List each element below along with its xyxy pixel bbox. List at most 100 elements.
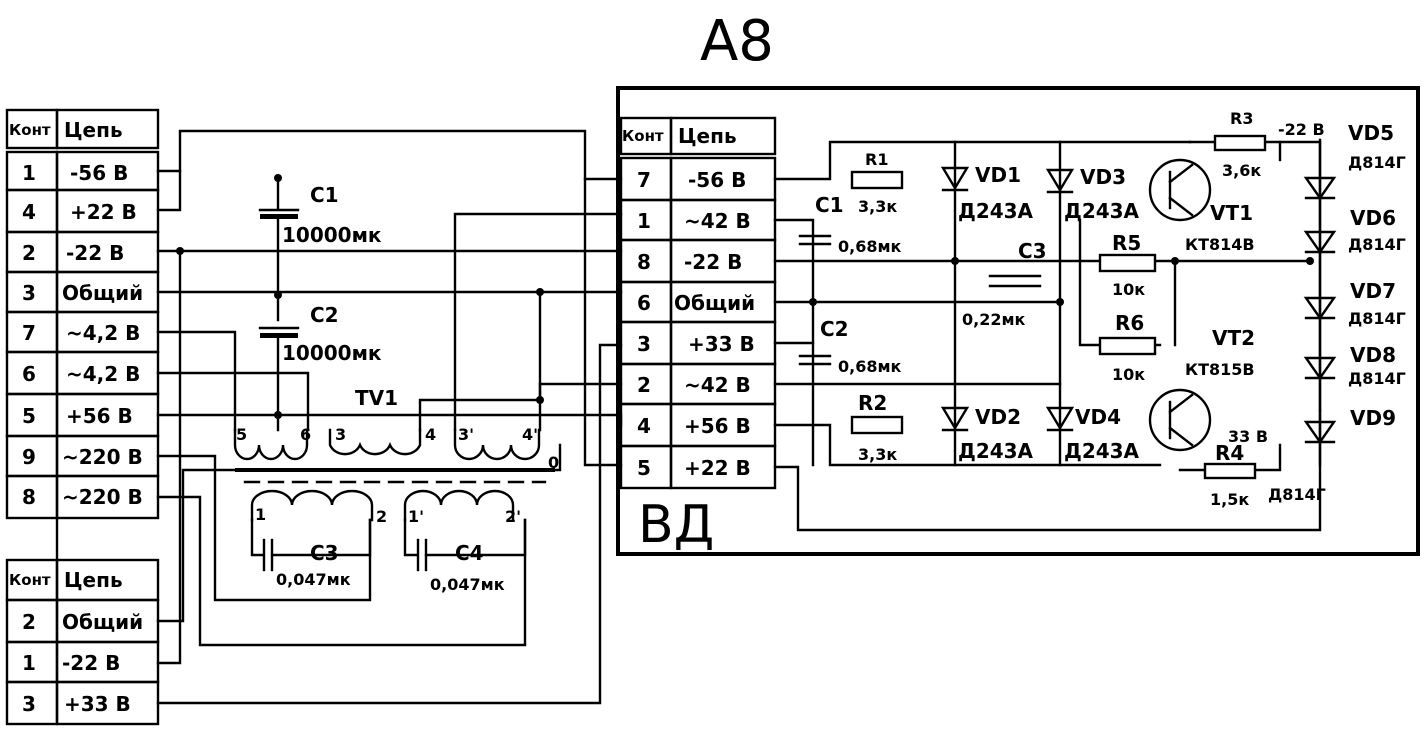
r3-name: R3 bbox=[1230, 109, 1253, 128]
zener-chain: VD5 Д814Г VD6 Д814Г VD7 Д814Г VD8 Д814Г … bbox=[1228, 120, 1406, 504]
board-c3-name: C3 bbox=[1018, 239, 1047, 263]
vd7-name: VD7 bbox=[1350, 279, 1396, 303]
table-header-circuit: Цепь bbox=[678, 124, 737, 148]
table-cell-circuit: -22 В bbox=[66, 241, 124, 265]
pin-label: 0 bbox=[548, 453, 559, 472]
table-cell-circuit: +56 В bbox=[66, 404, 133, 428]
table-cell-circuit: +33 В bbox=[64, 692, 131, 716]
vd6-value: Д814Г bbox=[1348, 235, 1406, 254]
r5-name: R5 bbox=[1112, 231, 1141, 255]
table-header-contact: Конт bbox=[9, 121, 51, 139]
capacitor-c2: C2 10000мк bbox=[258, 291, 382, 432]
capacitor-c3: C3 0,047мк bbox=[250, 518, 372, 589]
voltage-label: 33 В bbox=[1228, 427, 1268, 446]
board-c2-name: C2 bbox=[820, 317, 849, 341]
r1-name: R1 bbox=[865, 150, 888, 169]
r2-value: 3,3к bbox=[858, 445, 897, 464]
table-cell-contact: 3 bbox=[22, 692, 36, 716]
table-cell-circuit: Общий bbox=[62, 281, 143, 305]
table-cell-contact: 1 bbox=[22, 161, 36, 185]
resistor-r3: R3 3,6к bbox=[1213, 109, 1267, 180]
table-cell-contact: 2 bbox=[22, 610, 36, 634]
diagram-title: A8 bbox=[700, 9, 774, 74]
c2-value: 10000мк bbox=[282, 341, 382, 365]
pin-label: 1' bbox=[408, 507, 424, 526]
board-c1-value: 0,68мк bbox=[838, 237, 902, 256]
table-cell-circuit: +22 В bbox=[684, 456, 751, 480]
table-cell-circuit: -56 В bbox=[688, 168, 746, 192]
vd5-value: Д814Г bbox=[1348, 153, 1406, 172]
table-cell-contact: 7 bbox=[637, 168, 651, 192]
wiring bbox=[156, 129, 623, 705]
vd4-value: Д243А bbox=[1064, 439, 1140, 463]
c3-name: C3 bbox=[310, 541, 339, 565]
r6-name: R6 bbox=[1115, 311, 1144, 335]
vd1-name: VD1 bbox=[975, 163, 1021, 187]
table-cell-contact: 5 bbox=[22, 404, 36, 428]
table-cell-circuit: -22 В bbox=[62, 651, 120, 675]
capacitor-c1: C1 10000мк bbox=[258, 174, 382, 322]
c4-name: C4 bbox=[455, 541, 484, 565]
r6-value: 10к bbox=[1112, 365, 1145, 384]
pin-label: 2' bbox=[505, 507, 521, 526]
vd8-name: VD8 bbox=[1350, 343, 1396, 367]
table-header-circuit: Цепь bbox=[64, 118, 123, 142]
c3-value: 0,047мк bbox=[276, 570, 351, 589]
table-cell-circuit: -22 В bbox=[684, 250, 742, 274]
table-cell-circuit: ~4,2 В bbox=[66, 362, 140, 386]
vt2-value: КТ815В bbox=[1185, 360, 1255, 379]
pin-label: 6 bbox=[300, 425, 311, 444]
table-cell-circuit: ~42 В bbox=[684, 209, 751, 233]
board-c2-value: 0,68мк bbox=[838, 357, 902, 376]
vd5-name: VD5 bbox=[1348, 121, 1394, 145]
vt2-name: VT2 bbox=[1212, 326, 1255, 350]
resistor-r6: R6 10к bbox=[1098, 311, 1157, 384]
vd2-name: VD2 bbox=[975, 405, 1021, 429]
vd9-name: VD9 bbox=[1350, 406, 1396, 430]
table-cell-circuit: Общий bbox=[62, 610, 143, 634]
table-cell-contact: 6 bbox=[22, 362, 36, 386]
c4-value: 0,047мк bbox=[430, 575, 505, 594]
resistor-r4: R4 1,5к bbox=[1203, 441, 1257, 509]
resistor-r5: R5 10к bbox=[1098, 231, 1157, 299]
capacitor-board-c3: C3 0,22мк bbox=[962, 239, 1047, 329]
vd4-name: VD4 bbox=[1075, 405, 1121, 429]
capacitor-c4: C4 0,047мк bbox=[403, 518, 527, 594]
r2-name: R2 bbox=[858, 391, 887, 415]
c1-value: 10000мк bbox=[282, 223, 382, 247]
pin-label: 4 bbox=[425, 425, 436, 444]
table-cell-contact: 6 bbox=[637, 291, 651, 315]
pin-label: 3 bbox=[335, 425, 346, 444]
table-cell-contact: 8 bbox=[637, 250, 651, 274]
table-cell-circuit: +33 В bbox=[688, 332, 755, 356]
board-label: ВД bbox=[638, 495, 714, 555]
table-cell-circuit: ~220 В bbox=[62, 445, 143, 469]
pin-label: 4' bbox=[522, 425, 538, 444]
vt1-value: КТ814В bbox=[1185, 235, 1255, 254]
connector-table-board: Конт Цепь 7 -56 В 1 ~42 В 8 -22 В 6 Общи… bbox=[619, 116, 777, 490]
table-header-circuit: Цепь bbox=[64, 568, 123, 592]
transistor-vt2: VT2 КТ815В bbox=[1148, 326, 1255, 452]
table-cell-circuit: +22 В bbox=[70, 200, 137, 224]
vd2-value: Д243А bbox=[958, 439, 1034, 463]
table-header-contact: Конт bbox=[622, 127, 664, 145]
table-cell-contact: 1 bbox=[22, 651, 36, 675]
c1-name: C1 bbox=[310, 183, 339, 207]
connector-table-bottom: Конт Цепь 2 Общий 1 -22 В 3 +33 В bbox=[5, 516, 160, 726]
pin-label: 2 bbox=[376, 507, 387, 526]
table-cell-contact: 2 bbox=[22, 241, 36, 265]
c2-name: C2 bbox=[310, 303, 339, 327]
table-cell-contact: 1 bbox=[637, 209, 651, 233]
table-cell-circuit: ~220 В bbox=[62, 485, 143, 509]
pin-label: 5 bbox=[236, 425, 247, 444]
vt1-name: VT1 bbox=[1210, 201, 1253, 225]
capacitor-board-c1: C1 0,68мк bbox=[798, 193, 902, 256]
table-cell-contact: 3 bbox=[22, 281, 36, 305]
table-cell-circuit: Общий bbox=[674, 291, 755, 315]
r3-value: 3,6к bbox=[1222, 161, 1261, 180]
vd6-name: VD6 bbox=[1350, 206, 1396, 230]
r1-value: 3,3к bbox=[858, 197, 897, 216]
table-cell-contact: 2 bbox=[637, 373, 651, 397]
table-cell-contact: 7 bbox=[22, 321, 36, 345]
table-cell-contact: 4 bbox=[637, 414, 651, 438]
